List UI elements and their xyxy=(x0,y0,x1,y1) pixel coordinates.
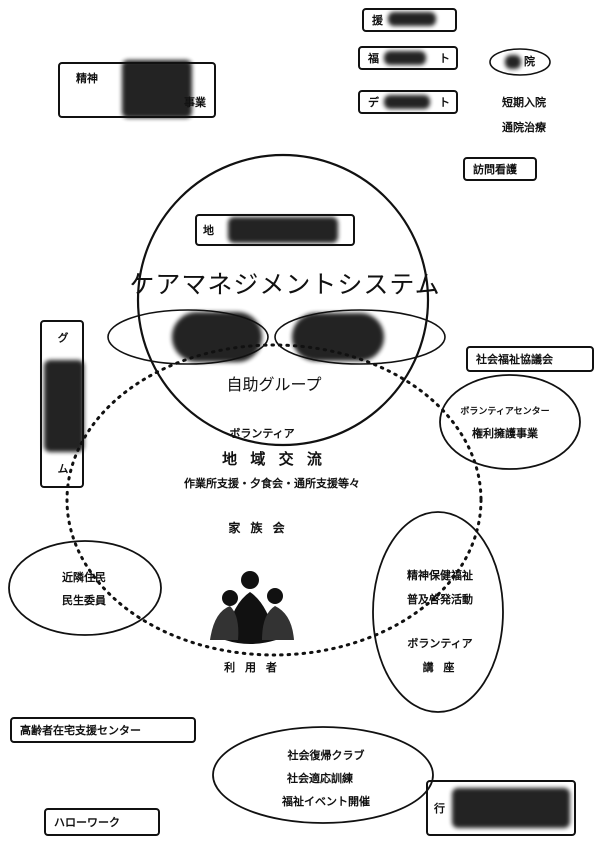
elderly-support-center-text: 高齢者在宅支援センター xyxy=(20,724,141,737)
redaction-block xyxy=(505,55,521,69)
rehab-club-label: 社会復帰クラブ xyxy=(287,749,365,762)
short-stay-label: 短期入院 xyxy=(502,96,546,109)
service-box-2-text: 福 xyxy=(368,52,379,65)
top-left-box-line2: 事業 xyxy=(184,96,206,109)
mental-health-ellipse xyxy=(372,511,504,713)
bottom-right-box: 行 xyxy=(426,780,576,836)
service-box-2-suffix: ト xyxy=(439,52,450,65)
care-management-circle xyxy=(136,153,430,447)
redaction-block xyxy=(384,95,430,109)
social-welfare-council-box: 社会福祉協議会 xyxy=(466,346,594,372)
redaction-block xyxy=(44,360,84,452)
users-group-icon xyxy=(210,571,294,644)
welfare-commissioners-label: 民生委員 xyxy=(62,594,106,607)
redaction-block xyxy=(228,217,338,243)
home-nursing-text: 訪問看護 xyxy=(473,163,517,176)
home-nursing-box: 訪問看護 xyxy=(463,157,537,181)
service-box-3-suffix: ト xyxy=(439,96,450,109)
volunteer-center-ellipse xyxy=(439,374,581,470)
self-help-group-label: 自助グループ xyxy=(226,375,322,394)
redaction-block xyxy=(452,788,570,828)
volunteer-course-label: ボランティア xyxy=(407,637,473,650)
top-left-box: 精神 事業 xyxy=(58,62,216,118)
volunteer-center-label: ボランティアセンター xyxy=(460,407,550,417)
outpatient-label: 通院治療 xyxy=(502,121,546,134)
inner-top-box-text: 地 xyxy=(203,224,214,237)
right-lens-ellipse xyxy=(274,309,446,365)
service-box-3: デ ト xyxy=(358,90,458,114)
welfare-events-label: 福祉イベント開催 xyxy=(282,795,370,808)
redaction-block xyxy=(172,312,262,362)
left-vertical-box-top: グ xyxy=(56,332,69,345)
redaction-block xyxy=(122,60,192,118)
service-box-2: 福 ト xyxy=(358,46,458,70)
neighbors-ellipse xyxy=(8,540,162,636)
redaction-block xyxy=(388,12,436,26)
elderly-support-center-box: 高齢者在宅支援センター xyxy=(10,717,196,743)
service-box-3-text: デ xyxy=(368,96,379,109)
page-title: ケアマネジメントシステム xyxy=(129,270,441,299)
rehab-club-ellipse xyxy=(212,726,434,824)
left-vertical-box-bottom: ム xyxy=(56,463,69,476)
left-vertical-box: グ ム xyxy=(40,320,84,488)
hello-work-box: ハローワーク xyxy=(44,808,160,836)
activities-label: 作業所支援・夕食会・通所支援等々 xyxy=(184,477,360,490)
service-box-1-text: 援 xyxy=(372,14,383,27)
top-left-box-line1: 精神 xyxy=(76,72,98,85)
social-training-label: 社会適応訓練 xyxy=(287,772,353,785)
community-exchange-label: 地 域 交 流 xyxy=(222,450,326,468)
rights-advocacy-label: 権利擁護事業 xyxy=(472,427,538,440)
neighbors-label: 近隣住民 xyxy=(62,571,106,584)
bottom-right-box-text: 行 xyxy=(434,802,445,815)
inner-top-box: 地 xyxy=(195,214,355,246)
awareness-label: 普及啓発活動 xyxy=(407,593,473,606)
mental-health-welfare-label: 精神保健福祉 xyxy=(407,569,473,582)
left-lens-ellipse xyxy=(107,309,269,365)
redaction-block xyxy=(384,51,426,65)
family-association-label: 家 族 会 xyxy=(228,521,288,535)
hospital-ellipse xyxy=(489,48,551,76)
volunteer-label: ボランティア xyxy=(229,427,295,440)
hello-work-text: ハローワーク xyxy=(54,816,120,829)
hospital-label: 院 xyxy=(524,55,535,68)
community-dotted-circle xyxy=(65,343,483,657)
social-welfare-council-text: 社会福祉協議会 xyxy=(476,353,553,366)
redaction-block xyxy=(292,313,384,361)
service-box-1: 援 xyxy=(362,8,457,32)
users-label: 利 用 者 xyxy=(224,661,280,674)
course-label: 講 座 xyxy=(422,661,458,674)
